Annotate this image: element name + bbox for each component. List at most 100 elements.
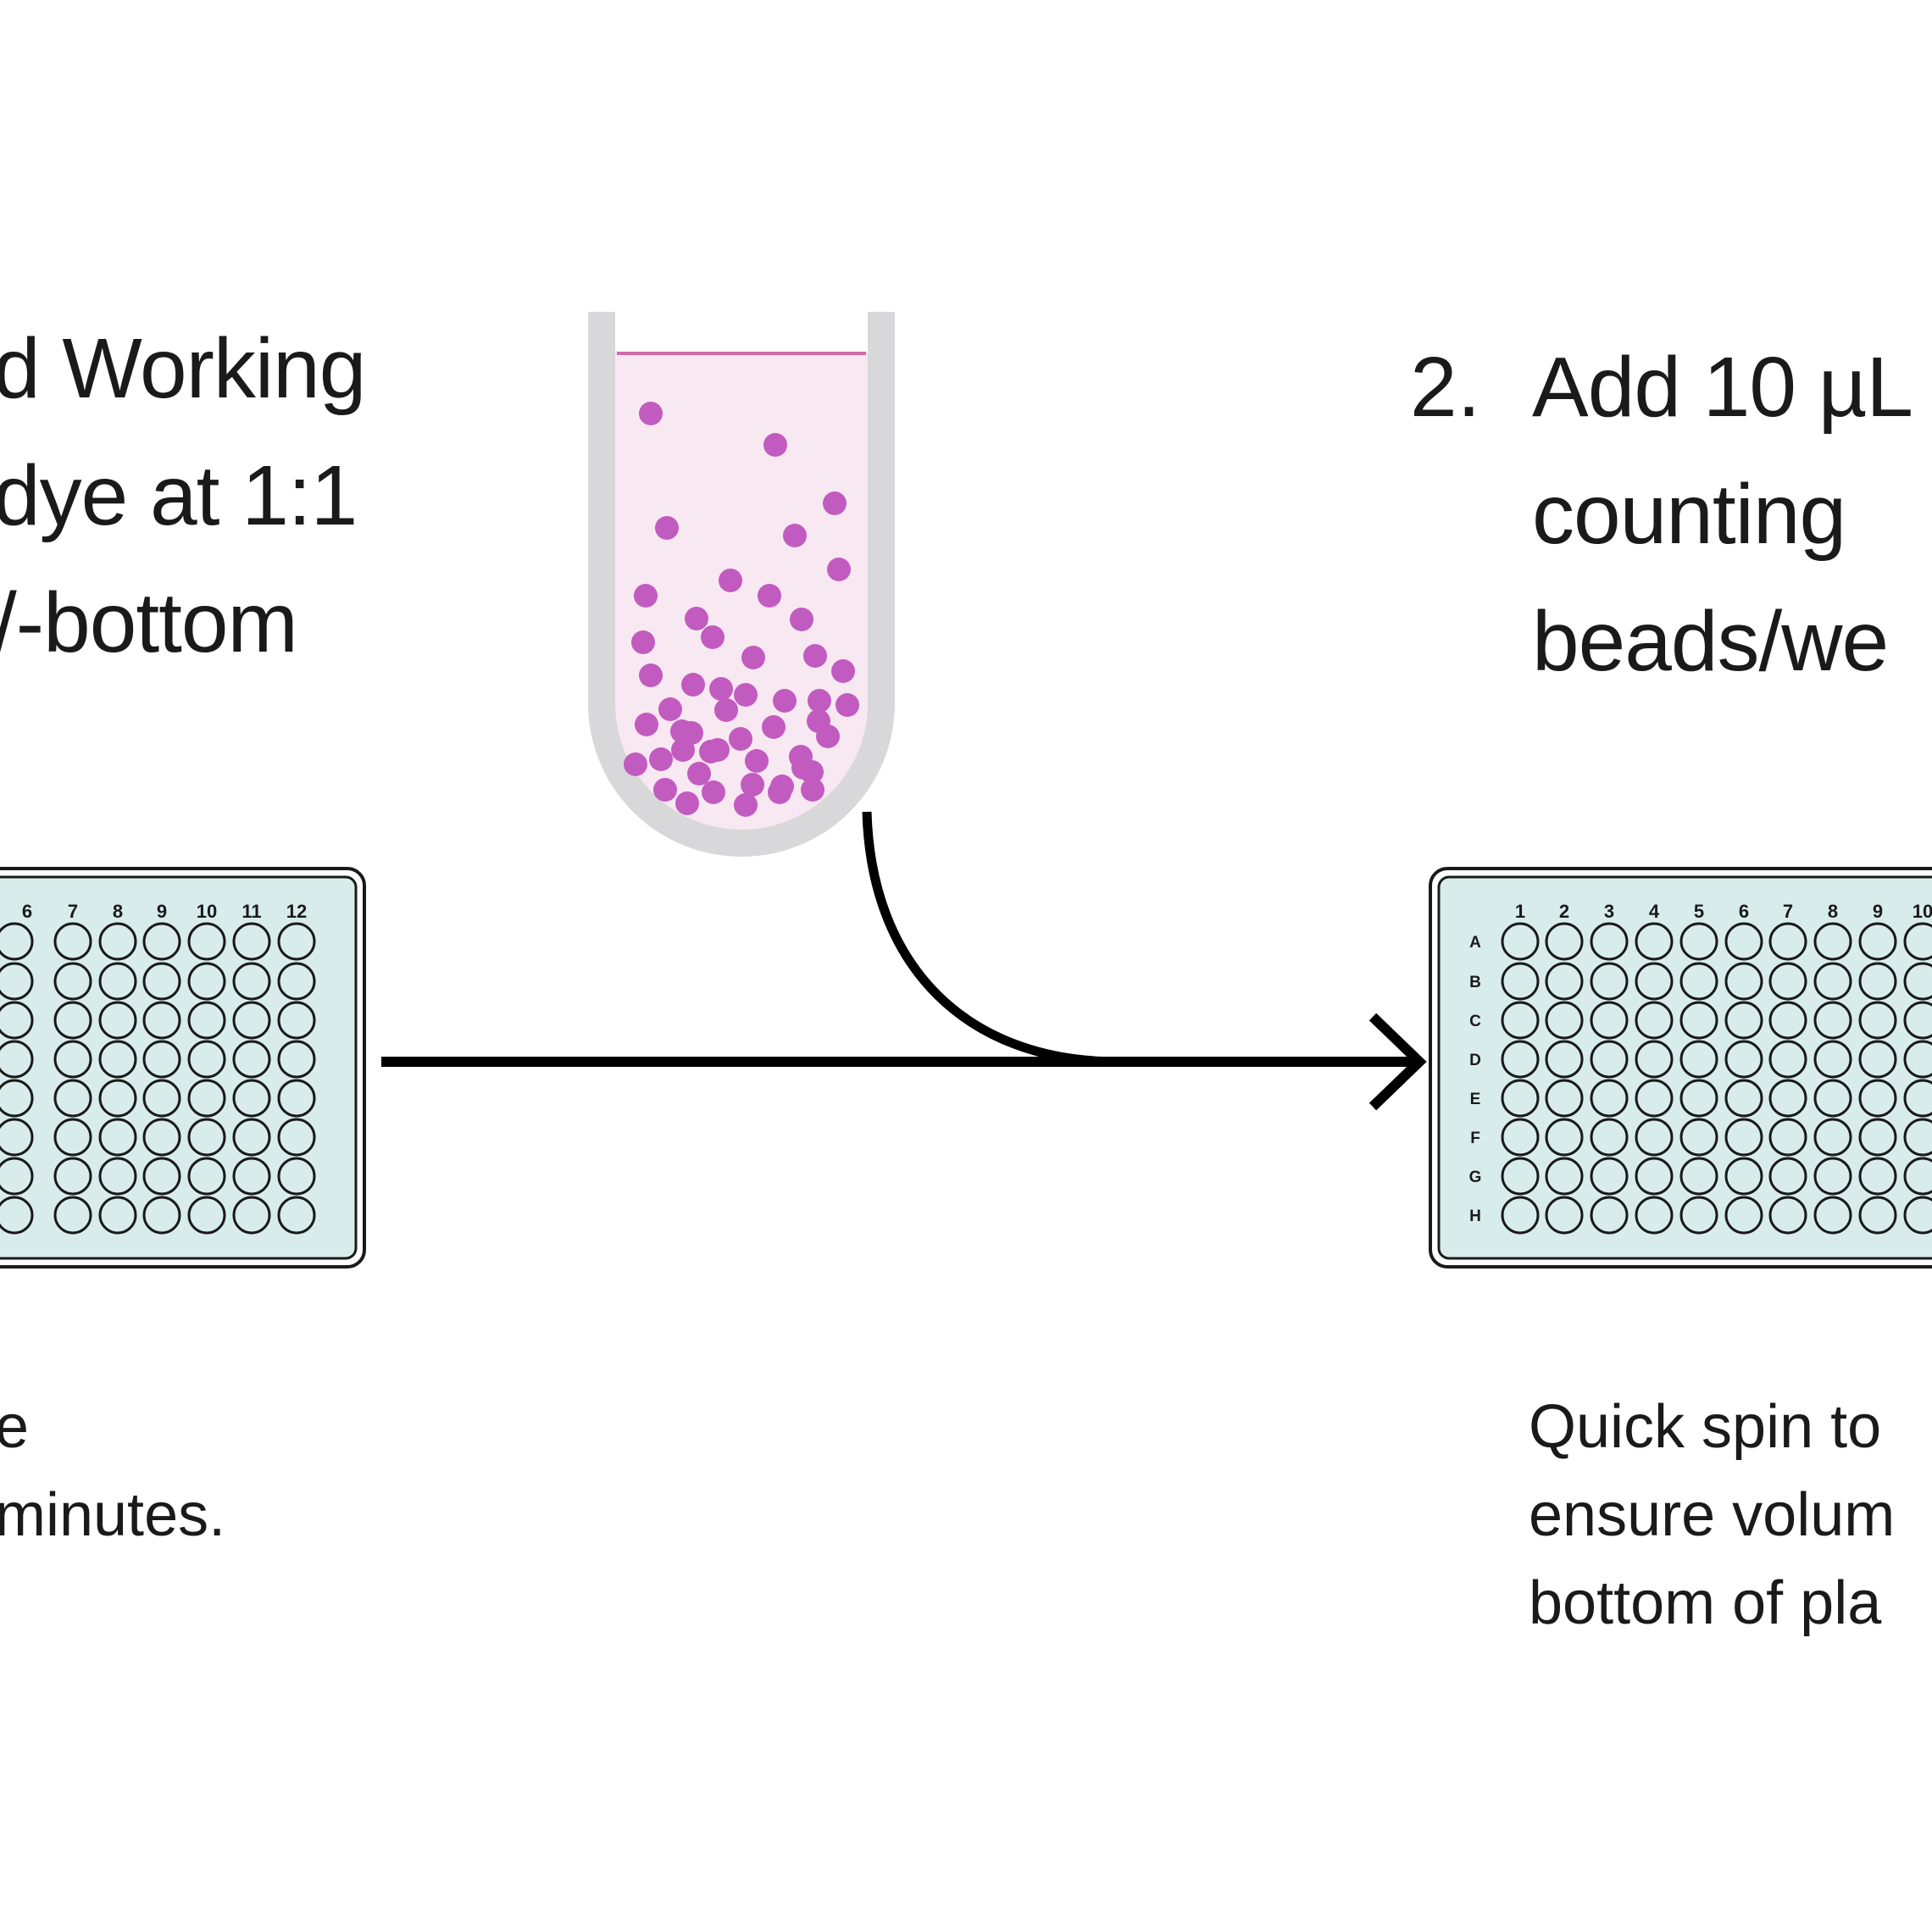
well [53,962,92,1001]
well [1768,1157,1807,1196]
step2-note-line-3: bottom of pla [1529,1569,1882,1637]
bead [649,747,673,771]
bead [741,646,765,669]
row-label: D [1469,1052,1481,1069]
well [232,1157,271,1196]
well [98,1040,137,1079]
well [277,1040,316,1079]
well [1858,922,1897,961]
well [1903,1079,1932,1118]
well [142,922,181,961]
bead [801,778,824,802]
row-label: A [1469,934,1481,952]
bead [827,558,851,581]
well [1724,1040,1763,1079]
well [1858,1157,1897,1196]
column-label: 10 [197,901,217,922]
column-label: 6 [22,901,32,922]
well [1590,1001,1629,1040]
well [232,1040,271,1079]
well [1635,1001,1674,1040]
well [277,962,316,1001]
bead [635,713,658,736]
bead [624,752,647,776]
bead [808,689,831,713]
column-label: 6 [1739,901,1749,922]
well [1858,1001,1897,1040]
well [1501,1040,1540,1079]
column-label: 9 [157,901,167,922]
well [1813,1001,1852,1040]
bead [773,689,797,713]
column-label: 10 [1913,901,1932,922]
well [1903,1157,1932,1196]
well [232,1118,271,1157]
well [0,1079,34,1118]
column-label: 8 [1828,901,1838,922]
bead [685,607,708,630]
well [1813,1040,1852,1079]
bead [783,524,807,547]
well [1768,1079,1807,1118]
bead [701,625,724,649]
beads [624,402,859,817]
well [1858,1118,1897,1157]
well [53,1079,92,1118]
step1-line-2: dye at 1:1 [0,448,358,543]
well [0,962,34,1001]
well [0,1157,34,1196]
well [1813,1118,1852,1157]
well [1545,1196,1584,1235]
well [1679,922,1718,961]
column-label: 4 [1649,901,1660,922]
bead [653,778,677,802]
well [1903,1040,1932,1079]
well [1724,1118,1763,1157]
bead [763,433,787,457]
well [1545,1079,1584,1118]
well [1724,1001,1763,1040]
right-plate-wells [1501,922,1932,1235]
bead [655,516,679,540]
well [1768,1196,1807,1235]
bead [714,698,738,722]
column-label: 12 [286,901,307,922]
well [98,922,137,961]
well [1501,922,1540,961]
step2-line-2: counting [1532,467,1846,562]
well [1501,1118,1540,1157]
bead [762,715,786,739]
well [232,1196,271,1235]
well [142,1196,181,1235]
well [142,1157,181,1196]
bead [709,677,733,701]
well [187,1196,226,1235]
well [1545,1118,1584,1157]
column-label: 5 [1694,901,1704,922]
bead [639,663,663,687]
well [1635,1118,1674,1157]
well [1635,922,1674,961]
well [142,1001,181,1040]
well [1724,1079,1763,1118]
column-label: 3 [1604,901,1614,922]
left-plate-wells [0,922,316,1235]
well [187,1157,226,1196]
column-label: 9 [1873,901,1883,922]
well [1679,1001,1718,1040]
well [98,1196,137,1235]
well [53,1001,92,1040]
well [1724,1196,1763,1235]
bead [831,659,855,683]
well [1635,1157,1674,1196]
well [1903,922,1932,961]
step1-line-3: /-bottom [0,575,298,670]
well [0,1196,34,1235]
bead [687,762,711,786]
column-label: 11 [242,901,261,922]
